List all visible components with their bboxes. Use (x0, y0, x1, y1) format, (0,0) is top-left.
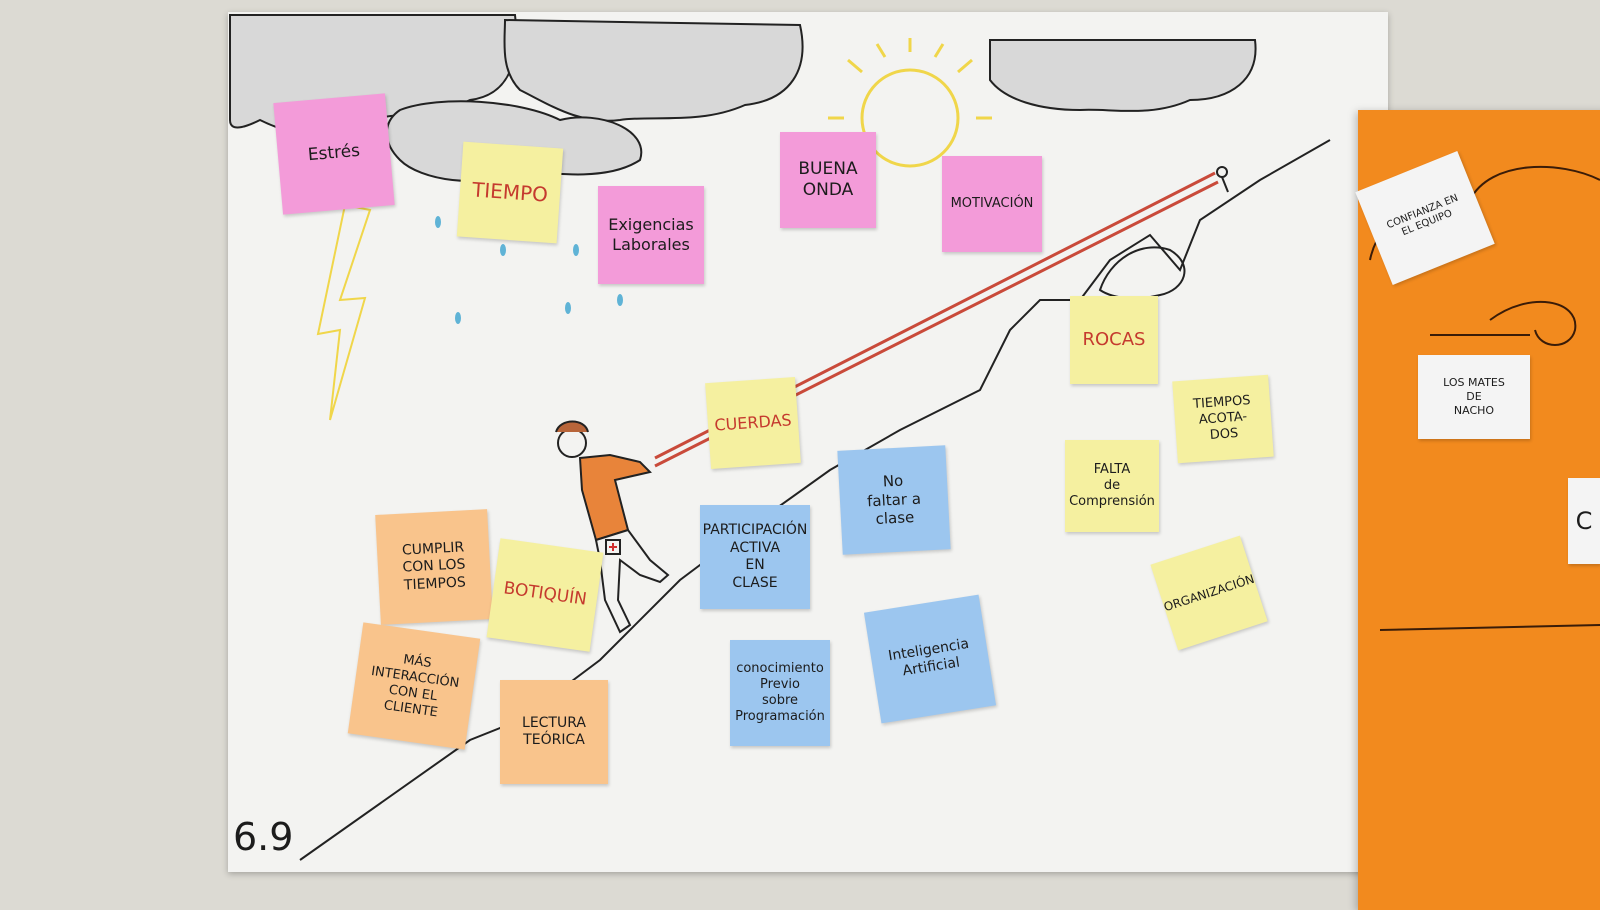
rain-drops (435, 216, 623, 324)
lightning-bolt (316, 203, 372, 421)
note-partial-c: C (1568, 478, 1600, 564)
note-falta-comprension: FALTA de Comprensión (1065, 440, 1159, 532)
note-motivacion: MOTIVACIÓN (942, 156, 1042, 252)
note-participacion: PARTICIPACIÓN ACTIVA EN CLASE (700, 505, 810, 609)
note-exigencias: Exigencias Laborales (598, 186, 704, 284)
poster-number-label: 6.9 (233, 815, 294, 859)
wind-swirl (1489, 300, 1577, 346)
note-lectura: LECTURA TEÓRICA (500, 680, 608, 784)
note-buena-onda: BUENA ONDA (780, 132, 876, 228)
cloud-lower (385, 100, 643, 182)
cloud-middle (503, 18, 804, 122)
note-mates: LOS MATES DE NACHO (1418, 355, 1530, 439)
cloud-right (989, 39, 1257, 112)
note-conocimiento: conocimiento Previo sobre Programación (730, 640, 830, 746)
climber-figure (555, 420, 670, 634)
note-rocas: ROCAS (1070, 296, 1158, 384)
rope-anchor (1216, 166, 1229, 193)
mountain (299, 139, 1331, 861)
